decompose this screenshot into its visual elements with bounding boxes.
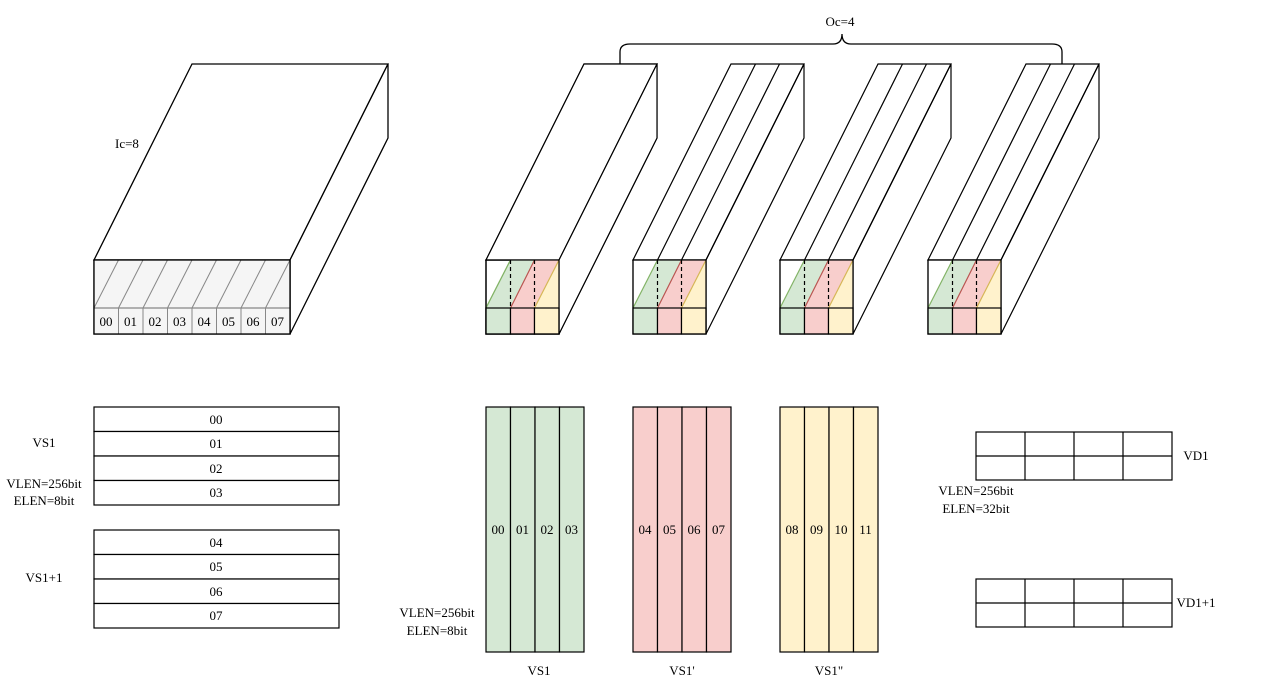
vs-cell: 09 bbox=[810, 522, 823, 537]
vd1-grid bbox=[975, 431, 1173, 481]
vs1-row: 01 bbox=[210, 436, 223, 451]
vd1p1-grid bbox=[975, 578, 1173, 628]
vs1p1-row: 04 bbox=[210, 535, 224, 550]
vs-group-label: VS1 bbox=[527, 663, 550, 678]
vs1p1-row: 06 bbox=[210, 584, 224, 599]
vs-group-label: VS1" bbox=[815, 663, 843, 678]
weight-kernel-4 bbox=[927, 63, 1100, 335]
channel-label: 00 bbox=[100, 314, 113, 329]
channel-label: 05 bbox=[222, 314, 235, 329]
ic-label: Ic=8 bbox=[115, 136, 139, 151]
vs1p1-row: 07 bbox=[210, 608, 224, 623]
vlen-label-left: VLEN=256bit bbox=[6, 476, 82, 491]
vs-cell: 10 bbox=[835, 522, 848, 537]
vs1p1-table bbox=[93, 529, 340, 629]
vs-group-values: 00 01 02 03 04 05 06 07 08 09 10 11 bbox=[492, 522, 872, 537]
vs-cell: 08 bbox=[786, 522, 799, 537]
vs1-row: 03 bbox=[210, 485, 223, 500]
vs1p1-row: 05 bbox=[210, 559, 223, 574]
vs-group-green bbox=[485, 406, 585, 653]
vs-cell: 01 bbox=[516, 522, 529, 537]
vs1-rows: 00 01 02 03 bbox=[210, 412, 223, 500]
vs-cell: 04 bbox=[639, 522, 653, 537]
vs1-table bbox=[93, 406, 340, 506]
vs1-row: 00 bbox=[210, 412, 223, 427]
vs-cell: 03 bbox=[565, 522, 578, 537]
vs1-row: 02 bbox=[210, 461, 223, 476]
vd1p1-label: VD1+1 bbox=[1176, 595, 1215, 610]
input-front-diagonals bbox=[93, 259, 291, 309]
oc-brace bbox=[619, 33, 1063, 64]
vs-cell: 11 bbox=[859, 522, 872, 537]
vs1-label: VS1 bbox=[32, 435, 55, 450]
vs-cell: 07 bbox=[712, 522, 726, 537]
elen-label-mid: ELEN=8bit bbox=[407, 623, 468, 638]
weight-kernel-2 bbox=[632, 63, 805, 335]
elen-label-left: ELEN=8bit bbox=[14, 493, 75, 508]
elen-label-right: ELEN=32bit bbox=[942, 501, 1010, 516]
channel-label: 01 bbox=[124, 314, 137, 329]
weight-kernel-1-front bbox=[485, 259, 560, 335]
weight-kernel-3 bbox=[779, 63, 952, 335]
vs-group-red bbox=[632, 406, 732, 653]
channel-label: 04 bbox=[198, 314, 212, 329]
input-tensor bbox=[92, 63, 390, 335]
input-channel-labels: 00 01 02 03 04 05 06 07 bbox=[100, 314, 285, 329]
vs1p1-label: VS1+1 bbox=[26, 570, 63, 585]
vs1p1-rows: 04 05 06 07 bbox=[210, 535, 224, 623]
vs-cell: 00 bbox=[492, 522, 505, 537]
vlen-label-mid: VLEN=256bit bbox=[399, 605, 475, 620]
vs-group-yellow bbox=[779, 406, 879, 653]
vs-cell: 02 bbox=[541, 522, 554, 537]
channel-label: 02 bbox=[149, 314, 162, 329]
vs-cell: 06 bbox=[688, 522, 702, 537]
oc-label: Oc=4 bbox=[826, 14, 855, 29]
vs-group-labels: VS1 VS1' VS1" bbox=[527, 663, 843, 678]
vs-group-label: VS1' bbox=[669, 663, 694, 678]
vd1-label: VD1 bbox=[1183, 448, 1208, 463]
channel-label: 06 bbox=[247, 314, 261, 329]
vs-cell: 05 bbox=[663, 522, 676, 537]
channel-label: 03 bbox=[173, 314, 186, 329]
channel-label: 07 bbox=[271, 314, 285, 329]
vlen-label-right: VLEN=256bit bbox=[938, 483, 1014, 498]
